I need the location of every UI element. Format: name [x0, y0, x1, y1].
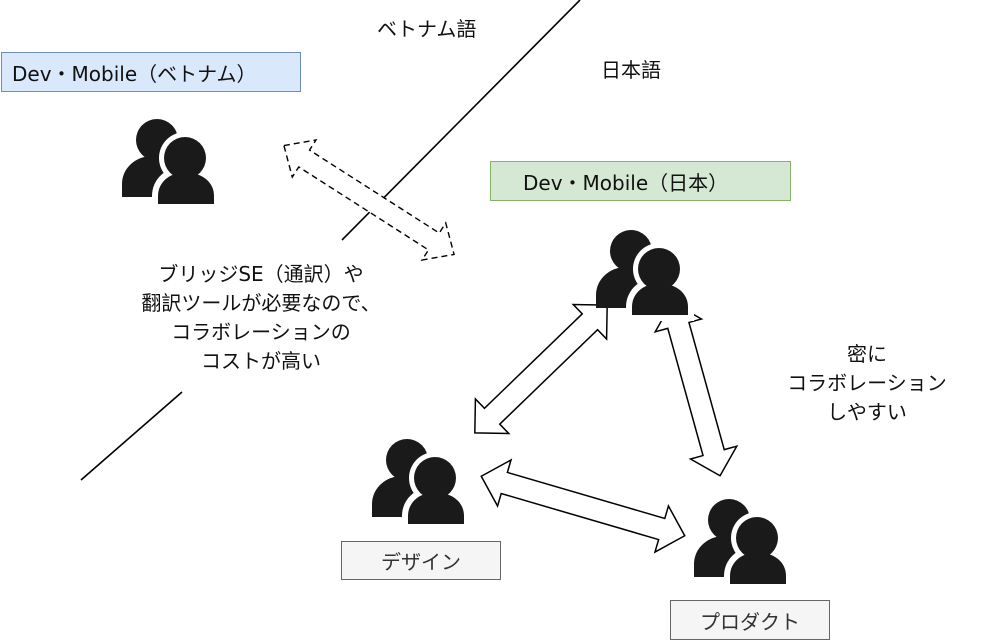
team-label-dev-vietnam: Dev・Mobile（ベトナム）: [12, 61, 257, 86]
note-line: しやすい: [827, 400, 907, 424]
note-line: コラボレーションの: [171, 320, 351, 344]
arrow-devjp-product: [653, 301, 739, 477]
arrow-design-devjp: [474, 303, 608, 435]
note-line: 翻訳ツールが必要なので、: [141, 291, 381, 315]
people-group-icon: [694, 499, 792, 590]
people-group-icon: [122, 119, 220, 210]
team-label-product: プロダクト: [700, 609, 800, 634]
language-divider-lower: [80, 391, 183, 481]
note-cross-border: ブリッジSE（通訳）や 翻訳ツールが必要なので、 コラボレーションの コストが高…: [106, 260, 416, 376]
region-label-vietnamese: ベトナム語: [377, 17, 477, 41]
arrow-design-product: [480, 458, 686, 554]
team-box-dev-vietnam: Dev・Mobile（ベトナム）: [1, 52, 301, 92]
note-line: コラボレーション: [787, 371, 947, 395]
cross-border-arrow: [283, 139, 455, 261]
people-group-icon: [596, 230, 694, 321]
region-label-japanese: 日本語: [601, 58, 661, 82]
team-box-design: デザイン: [341, 541, 501, 580]
note-line: ブリッジSE（通訳）や: [158, 262, 364, 286]
note-line: コストが高い: [201, 349, 321, 373]
team-box-product: プロダクト: [670, 600, 830, 640]
team-box-dev-japan: Dev・Mobile（日本）: [490, 161, 791, 201]
people-group-icon: [372, 439, 470, 530]
team-label-dev-japan: Dev・Mobile（日本）: [523, 170, 729, 195]
team-label-design: デザイン: [381, 550, 461, 574]
note-line: 密に: [847, 342, 887, 366]
note-domestic: 密に コラボレーション しやすい: [762, 340, 972, 427]
